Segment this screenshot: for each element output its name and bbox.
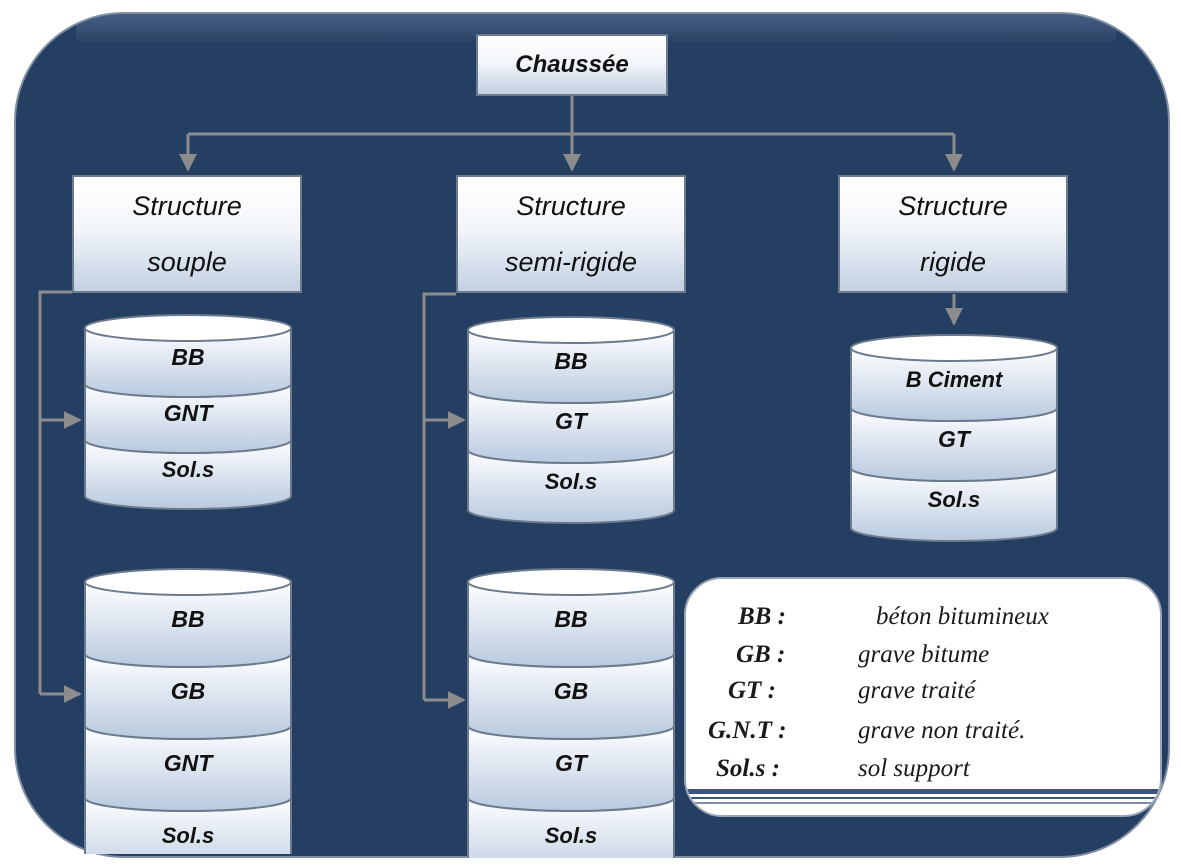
legend-row: GB : grave bitume bbox=[686, 641, 1160, 677]
cylinder-layer-body bbox=[467, 797, 675, 858]
structure-rigide-box: Structure rigide bbox=[838, 175, 1068, 293]
structure-semi-rigide-line1: Structure bbox=[516, 191, 626, 221]
cylinder-layer-body bbox=[467, 581, 675, 668]
legend-abbr: G.N.T : bbox=[708, 717, 787, 744]
cylinder-layer-body bbox=[84, 327, 292, 398]
legend-row: BB : béton bitumineux bbox=[686, 603, 1160, 639]
cylinder-layer-body bbox=[84, 725, 292, 812]
legend-definition: sol support bbox=[858, 755, 970, 782]
semi-rigide-layer-stack-1: Sol.s GT BB bbox=[467, 316, 675, 524]
layer-label: Sol.s bbox=[928, 487, 981, 512]
legend-decorative-bars bbox=[686, 789, 1160, 804]
cylinder-layer-body bbox=[467, 329, 675, 404]
cylinder-layer-body bbox=[84, 797, 292, 854]
cylinder-layer-body bbox=[84, 653, 292, 740]
souple-layer-stack-1: Sol.s GNT BB bbox=[84, 314, 292, 510]
cylinder-layer-body bbox=[467, 389, 675, 464]
souple-layer-stack-2: Sol.s GNT GB BB bbox=[84, 568, 292, 854]
cylinder-top-cap bbox=[84, 314, 292, 342]
root-label: Chaussée bbox=[515, 51, 629, 78]
cylinder-layer-body bbox=[850, 407, 1058, 482]
legend-box: BB : béton bitumineux GB : grave bitume … bbox=[684, 577, 1162, 817]
layer-label: Sol.s bbox=[545, 469, 598, 494]
structure-souple-box: Structure souple bbox=[72, 175, 302, 293]
layer-label: B Ciment bbox=[906, 367, 1004, 392]
legend-definition: grave traité bbox=[858, 677, 976, 704]
rigide-layer-stack: Sol.s GT B Ciment bbox=[850, 334, 1058, 542]
structure-rigide-line2: rigide bbox=[919, 247, 987, 277]
cylinder-layer-body bbox=[850, 347, 1058, 422]
legend-abbr: GB : bbox=[736, 641, 786, 668]
structure-rigide-line1: Structure bbox=[898, 191, 1008, 221]
souple-branch-line bbox=[38, 290, 72, 694]
cylinder-layer-body bbox=[850, 467, 1058, 542]
layer-label: GT bbox=[938, 426, 972, 452]
layer-label: BB bbox=[171, 344, 204, 370]
cylinder-top-cap bbox=[850, 334, 1058, 362]
legend-abbr: Sol.s : bbox=[716, 755, 780, 782]
layer-label: BB bbox=[171, 606, 204, 632]
cylinder-top-cap bbox=[467, 568, 675, 596]
legend-row: GT : grave traité bbox=[686, 677, 1160, 713]
layer-label: GB bbox=[171, 678, 206, 704]
legend-definition: béton bitumineux bbox=[876, 603, 1049, 630]
semi-rigide-layer-stack-2: Sol.s GT GB BB bbox=[467, 568, 675, 858]
legend-row: G.N.T : grave non traité. bbox=[686, 717, 1160, 753]
layer-label: Sol.s bbox=[545, 823, 598, 848]
cylinder-top-cap bbox=[467, 316, 675, 344]
structure-souple-line1: Structure bbox=[132, 191, 242, 221]
cylinder-layer-body bbox=[467, 725, 675, 812]
layer-label: GT bbox=[555, 408, 589, 434]
layer-label: GNT bbox=[164, 400, 215, 426]
structure-semi-rigide-line2: semi-rigide bbox=[504, 247, 638, 277]
structure-semi-rigide-box: Structure semi-rigide bbox=[456, 175, 686, 293]
cylinder-layer-body bbox=[84, 383, 292, 454]
cylinder-layer-body bbox=[467, 449, 675, 524]
semi-rigide-branch-line bbox=[422, 292, 456, 700]
structure-souple-line2: souple bbox=[147, 247, 227, 277]
legend-row: Sol.s : sol support bbox=[686, 755, 1160, 791]
layer-label: Sol.s bbox=[162, 823, 215, 848]
layer-label: Sol.s bbox=[162, 457, 215, 482]
cylinder-top-cap bbox=[84, 568, 292, 596]
cylinder-layer-body bbox=[84, 439, 292, 510]
cylinder-layer-body bbox=[467, 653, 675, 740]
layer-label: BB bbox=[554, 606, 587, 632]
legend-definition: grave non traité. bbox=[858, 717, 1026, 744]
legend-abbr: BB : bbox=[738, 603, 786, 630]
layer-label: GB bbox=[554, 678, 589, 704]
layer-label: GNT bbox=[164, 750, 215, 776]
layer-label: GT bbox=[555, 750, 589, 776]
root-chaussee-box: Chaussée bbox=[476, 34, 668, 96]
legend-definition: grave bitume bbox=[858, 641, 990, 668]
legend-abbr: GT : bbox=[728, 677, 776, 704]
layer-label: BB bbox=[554, 348, 587, 374]
cylinder-layer-body bbox=[84, 581, 292, 668]
